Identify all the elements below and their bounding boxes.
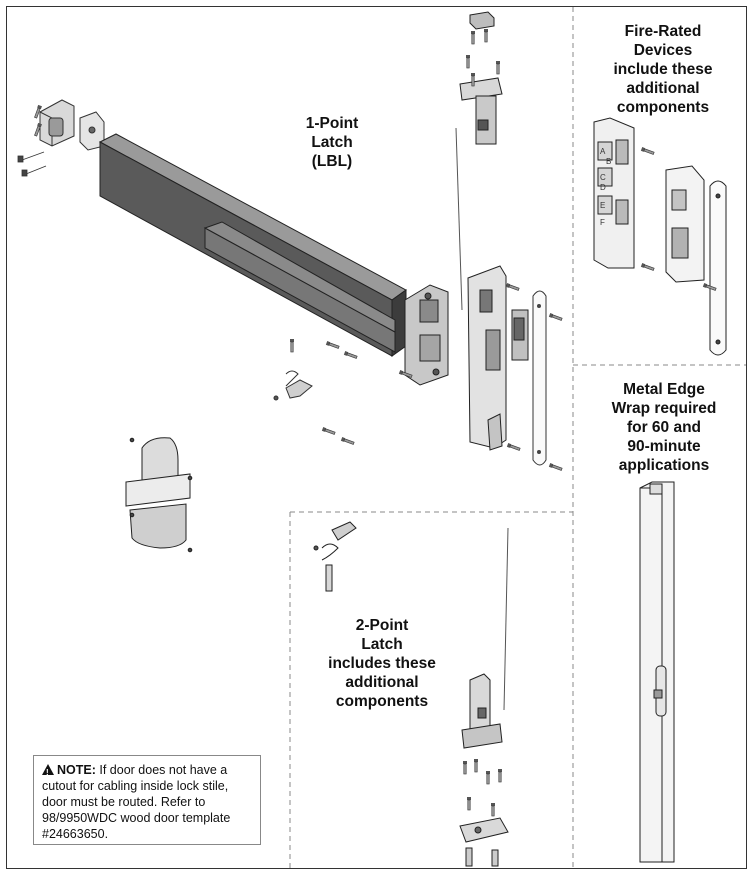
svg-text:B: B [606,157,611,166]
two-point-screws [462,758,503,817]
strike-screws [465,28,501,87]
latch-bolt [273,370,313,401]
svg-text:C: C [600,173,606,182]
vertical-rod [455,127,463,311]
svg-text:D: D [600,183,606,192]
fire-rated-label: Fire-Rated Devices include these additio… [613,23,713,116]
latch-mechanism [404,284,449,386]
one-point-latch-label: 1-Point Latch (LBL) [305,115,359,170]
metal-edge-wrap [639,481,675,863]
strike-letters: A B C D E F [600,147,611,227]
two-point-latch-label: 2-Point Latch includes these additional … [328,617,436,710]
end-cap-cover [125,437,193,553]
metal-edge-wrap-label: Metal Edge Wrap required for 60 and 90-m… [611,381,717,474]
routing-note-box: NOTE: If door does not have a cutout for… [33,755,261,845]
warning-icon [42,764,54,781]
section-dividers [289,7,746,868]
note-heading: NOTE: [57,763,96,777]
svg-text:F: F [600,218,605,227]
push-bar [98,133,407,357]
mounting-rail [467,265,529,451]
diagram-frame [6,6,747,869]
edge-plate [532,290,547,466]
svg-text:E: E [600,201,605,210]
svg-text:A: A [600,147,606,156]
end-cap-bracket [39,99,105,151]
two-point-components [313,521,509,867]
note-text: If door does not have a cutout for cabli… [42,763,231,841]
top-strike-assembly [459,11,503,145]
fire-rated-strike-plates [593,117,727,356]
